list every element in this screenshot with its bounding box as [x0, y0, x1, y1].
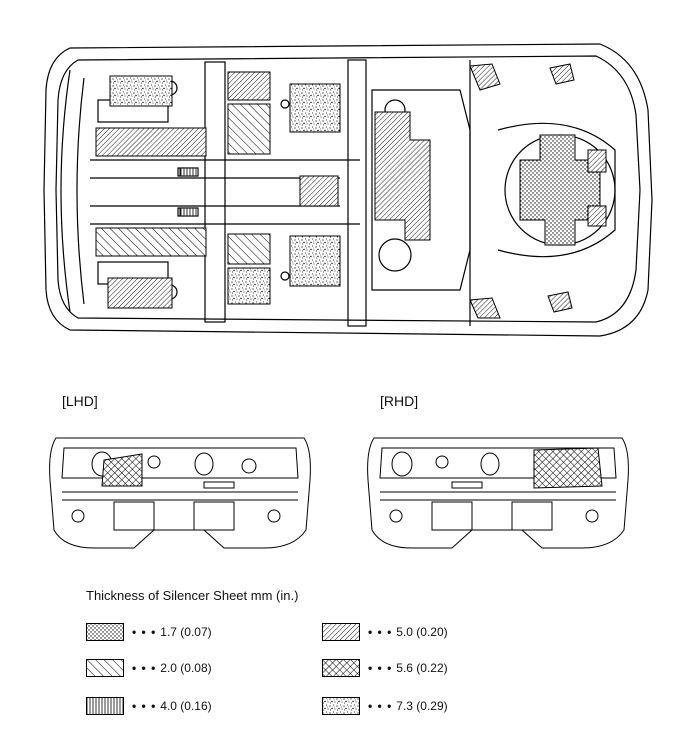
- legend-swatch-dots: [86, 623, 124, 641]
- legend-swatch-crosshatch: [322, 659, 360, 677]
- legend-text-1-7: 1.7 (0.07): [160, 625, 212, 639]
- legend-item-5-0: • • •5.0 (0.20): [322, 622, 448, 642]
- legend-item-7-3: • • •7.3 (0.29): [322, 696, 448, 716]
- rhd-dash-panel-diagram: [367, 437, 629, 549]
- lhd-dash-panel-diagram: [49, 437, 311, 549]
- legend-swatch-diag-dense: [322, 623, 360, 641]
- legend-item-2-0: • • •2.0 (0.08): [86, 658, 212, 678]
- lhd-silencer-region: [101, 453, 143, 487]
- legend-text-7-3: 7.3 (0.29): [396, 699, 448, 713]
- legend-text-4-0: 4.0 (0.16): [160, 699, 212, 713]
- legend-swatch-vertical: [86, 697, 124, 715]
- vehicle-floor-diagram: [43, 43, 653, 337]
- legend-swatch-diag-wide: [86, 659, 124, 677]
- legend-text-5-6: 5.6 (0.22): [396, 661, 448, 675]
- legend-item-1-7: • • •1.7 (0.07): [86, 622, 212, 642]
- legend-text-2-0: 2.0 (0.08): [160, 661, 212, 675]
- legend-text-5-0: 5.0 (0.20): [396, 625, 448, 639]
- lhd-label: [LHD]: [62, 393, 98, 409]
- legend-swatch-stipple: [322, 697, 360, 715]
- rhd-label: [RHD]: [380, 393, 419, 409]
- legend-title: Thickness of Silencer Sheet mm (in.): [86, 588, 299, 603]
- legend-item-4-0: • • •4.0 (0.16): [86, 696, 212, 716]
- rhd-silencer-region: [533, 447, 603, 489]
- legend-item-5-6: • • •5.6 (0.22): [322, 658, 448, 678]
